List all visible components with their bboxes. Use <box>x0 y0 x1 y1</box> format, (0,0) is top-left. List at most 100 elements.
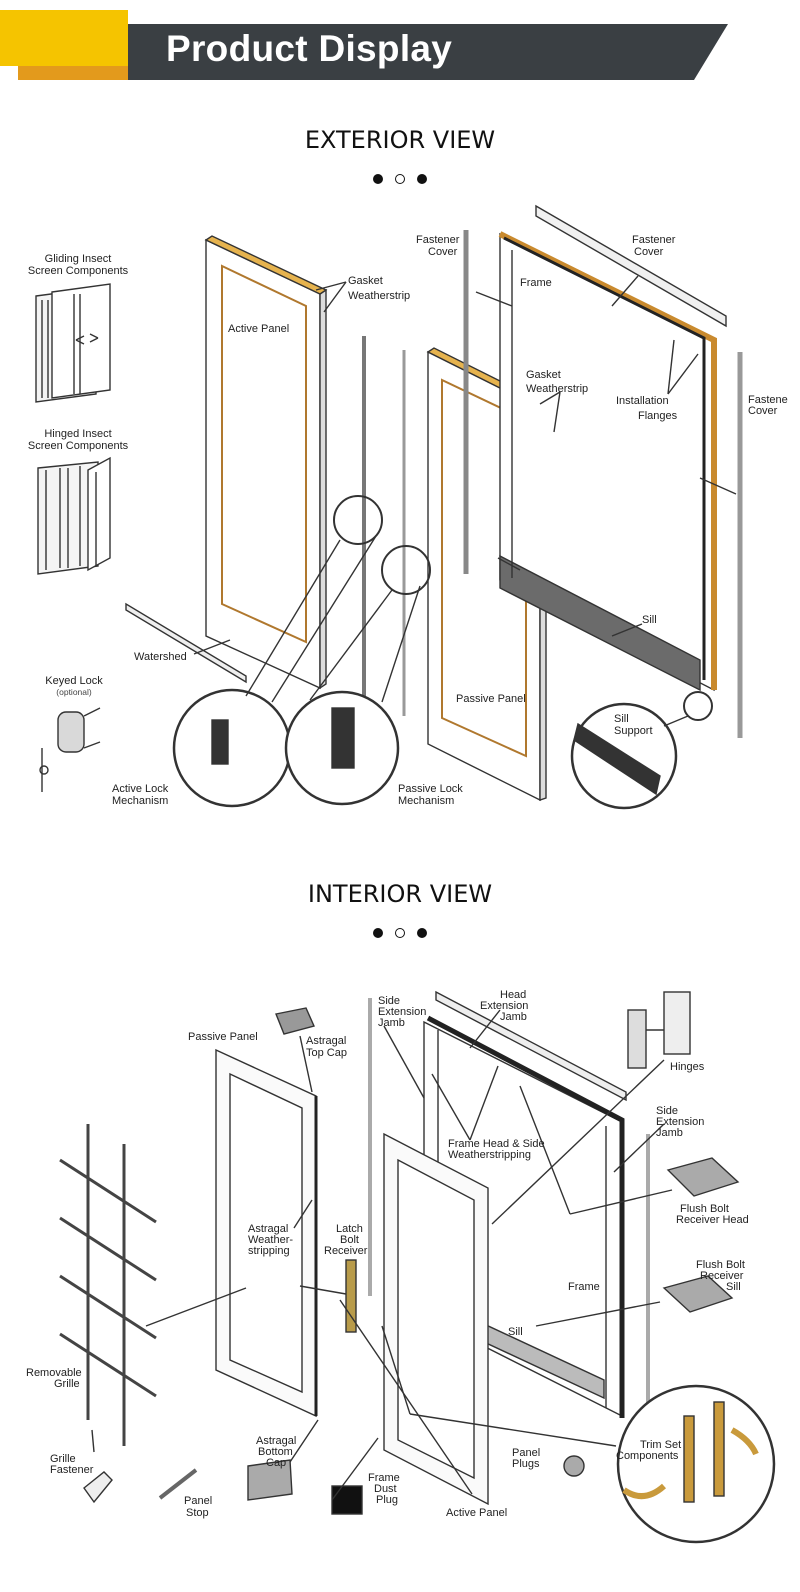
label-watershed: Watershed <box>134 651 187 663</box>
label-frame-dust-plug-3: Plug <box>376 1494 398 1506</box>
label-astragal-weatherstripping: Astragal <box>248 1223 288 1235</box>
label-panel-plugs: Panel <box>512 1447 540 1459</box>
label-interior-active-panel: Active Panel <box>446 1507 507 1519</box>
label-interior-passive-panel: Passive Panel <box>188 1031 258 1043</box>
label-gliding-screen: Gliding Insect <box>45 253 112 265</box>
label-astragal-bottom-cap: Astragal <box>256 1435 296 1447</box>
carousel-dot[interactable] <box>417 928 427 938</box>
label-gasket: Gasket <box>348 275 383 287</box>
label-gasket-2: Weatherstrip <box>348 290 410 302</box>
label-fastener-cover-top: Fastener <box>632 234 676 246</box>
exterior-view-title: EXTERIOR VIEW <box>304 126 496 154</box>
label-frame-dust-plug-2: Dust <box>374 1483 397 1495</box>
label-passive-lock-2: Mechanism <box>398 795 454 807</box>
header-banner <box>0 10 728 80</box>
label-active-panel: Active Panel <box>228 323 289 335</box>
label-side-extension-jamb-right-3: Jamb <box>656 1127 683 1139</box>
label-frame: Frame <box>520 277 552 289</box>
label-side-extension-jamb: Side <box>378 995 400 1007</box>
label-flush-bolt-receiver-sill: Flush Bolt <box>696 1259 745 1271</box>
label-grille-fastener-2: Fastener <box>50 1464 94 1476</box>
flush-bolt-head-illustration <box>666 1157 740 1197</box>
label-fastener-cover-right-2: Cover <box>748 405 778 417</box>
keyed-lock-illustration <box>39 707 101 792</box>
label-head-extension-jamb-3: Jamb <box>500 1011 527 1023</box>
label-panel-stop: Panel <box>184 1495 212 1507</box>
carousel-dot[interactable] <box>417 174 427 184</box>
label-fastener-cover-left: Fastener <box>416 234 460 246</box>
label-fastener-cover-left-2: Cover <box>428 246 458 258</box>
label-removable-grille-2: Grille <box>54 1378 80 1390</box>
label-interior-sill: Sill <box>508 1326 523 1338</box>
label-trim-set: Trim Set <box>640 1439 681 1451</box>
label-panel-stop-2: Stop <box>186 1507 209 1519</box>
label-installation-flanges: Installation <box>616 395 669 407</box>
label-head-extension-jamb: Head <box>500 989 526 1001</box>
label-frame-head-weatherstripping: Frame Head & Side <box>448 1138 545 1150</box>
label-side-extension-jamb-2: Extension <box>378 1006 426 1018</box>
carousel-dot[interactable] <box>395 928 405 938</box>
label-side-extension-jamb-right: Side <box>656 1105 678 1117</box>
label-astragal-top-cap: Astragal <box>306 1035 346 1047</box>
frame-illustration <box>498 231 717 692</box>
label-fastener-cover-top-2: Cover <box>634 246 664 258</box>
label-passive-lock: Passive Lock <box>398 783 463 795</box>
flush-bolt-sill-illustration <box>662 1275 734 1313</box>
latch-bolt-receiver-illustration <box>345 1259 357 1333</box>
label-sill: Sill <box>642 614 657 626</box>
label-side-extension-jamb-right-2: Extension <box>656 1116 704 1128</box>
interior-carousel-dots[interactable] <box>0 928 800 938</box>
label-gasket-2nd-2: Weatherstrip <box>526 383 588 395</box>
label-latch-bolt-receiver-3: Receiver <box>324 1245 368 1257</box>
exterior-carousel-dots[interactable] <box>0 174 800 184</box>
label-passive-panel: Passive Panel <box>456 693 526 705</box>
label-side-extension-jamb-3: Jamb <box>378 1017 405 1029</box>
label-flush-bolt-receiver-head-2: Receiver Head <box>676 1214 749 1226</box>
label-panel-plugs-2: Plugs <box>512 1458 540 1470</box>
label-gliding-screen-2: Screen Components <box>28 265 129 277</box>
label-sill-support: Sill <box>614 713 629 725</box>
page-title: Product Display <box>166 28 453 69</box>
label-installation-flanges-2: Flanges <box>638 410 678 422</box>
label-frame-dust-plug: Frame <box>368 1472 400 1484</box>
trim-set-zoom <box>616 1384 776 1544</box>
label-active-lock-2: Mechanism <box>112 795 168 807</box>
label-frame-head-weatherstripping-2: Weatherstripping <box>448 1149 531 1161</box>
active-lock-zoom <box>172 688 292 808</box>
label-head-extension-jamb-2: Extension <box>480 1000 528 1012</box>
label-latch-bolt-receiver: Latch <box>336 1223 363 1235</box>
frame-dust-plug-illustration <box>331 1485 363 1515</box>
label-flush-bolt-receiver-sill-2: Receiver <box>700 1270 744 1282</box>
label-removable-grille: Removable <box>26 1367 82 1379</box>
carousel-dot[interactable] <box>395 174 405 184</box>
label-astragal-bottom-cap-3: Cap <box>266 1457 286 1469</box>
label-grille-fastener: Grille <box>50 1453 76 1465</box>
label-hinged-screen-2: Screen Components <box>28 440 129 452</box>
label-hinges: Hinges <box>670 1061 705 1073</box>
banner-accent <box>0 10 128 66</box>
active-panel-illustration <box>204 235 328 690</box>
carousel-dot[interactable] <box>373 174 383 184</box>
label-hinged-screen: Hinged Insect <box>44 428 111 440</box>
exterior-diagram: Gliding Insect Screen Components Hinged … <box>28 204 788 810</box>
label-sill-support-2: Support <box>614 725 653 737</box>
banner-bar <box>128 24 728 80</box>
label-astragal-bottom-cap-2: Bottom <box>258 1446 293 1458</box>
label-flush-bolt-receiver-sill-3: Sill <box>726 1281 741 1293</box>
label-keyed-lock: Keyed Lock <box>45 675 103 687</box>
carousel-dot[interactable] <box>373 928 383 938</box>
hinges-illustration <box>627 991 691 1069</box>
label-trim-set-2: Components <box>616 1450 679 1462</box>
label-fastener-cover-right: Fastene <box>748 394 788 406</box>
label-active-lock: Active Lock <box>112 783 169 795</box>
label-flush-bolt-receiver-head: Flush Bolt <box>680 1203 729 1215</box>
interior-diagram: Passive Panel Astragal Top Cap Side Exte… <box>26 989 776 1544</box>
gliding-screen-illustration <box>35 283 111 403</box>
label-interior-frame: Frame <box>568 1281 600 1293</box>
label-optional: (optional) <box>56 687 92 697</box>
label-gasket-2nd: Gasket <box>526 369 561 381</box>
interior-active-panel-illustration <box>383 1132 489 1506</box>
removable-grille-illustration <box>59 1124 157 1446</box>
interior-view-title: INTERIOR VIEW <box>307 880 493 908</box>
hinged-screen-illustration <box>37 456 111 575</box>
